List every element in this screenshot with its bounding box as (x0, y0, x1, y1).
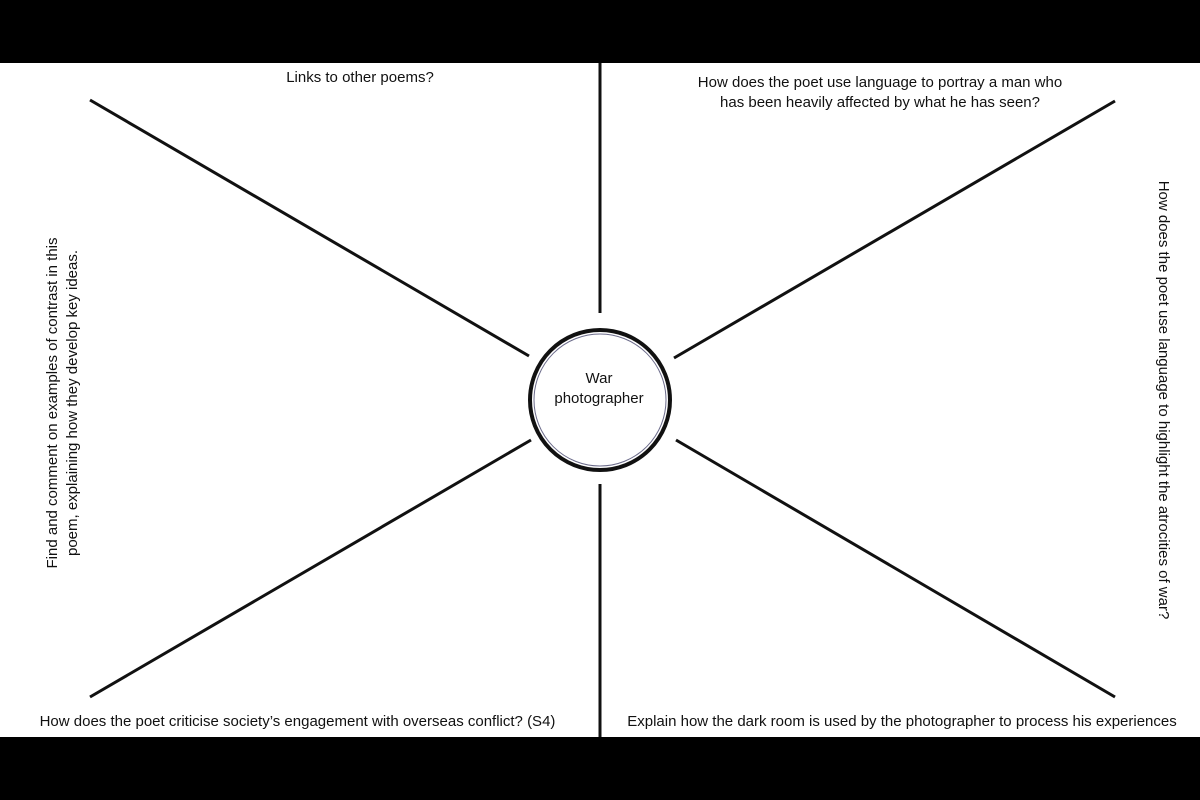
center-topic-line2: photographer (554, 390, 644, 407)
spoke-lower-left (89, 438, 532, 699)
prompt-top-left: Links to other poems? (286, 69, 434, 86)
prompt-right: How does the poet use language to highli… (1155, 180, 1172, 620)
spoke-upper-right (673, 99, 1116, 360)
center-circle (528, 328, 672, 472)
center-circle-inner-ring (533, 333, 667, 467)
prompt-left-line1: Find and comment on examples of contrast… (44, 237, 61, 569)
spider-diagram-lines (89, 63, 1116, 737)
prompt-left-line2: poem, explaining how they develop key id… (64, 249, 81, 557)
spoke-upper-left (89, 98, 530, 358)
center-topic-line1: War (585, 370, 613, 387)
prompt-bottom-left: How does the poet criticise society’s en… (39, 713, 556, 730)
prompt-top-right-line2: has been heavily affected by what he has… (720, 94, 1040, 111)
prompt-bottom-right: Explain how the dark room is used by the… (627, 713, 1177, 730)
prompt-top-right-line1: How does the poet use language to portra… (697, 74, 1063, 91)
spider-diagram-sheet: War photographer Links to other poems? H… (0, 63, 1200, 737)
prompt-top-right: How does the poet use language to portra… (660, 73, 1100, 113)
spoke-lower-right (675, 438, 1116, 699)
prompt-left: Find and comment on examples of contrast… (43, 203, 83, 603)
center-topic: War photographer (530, 369, 668, 409)
